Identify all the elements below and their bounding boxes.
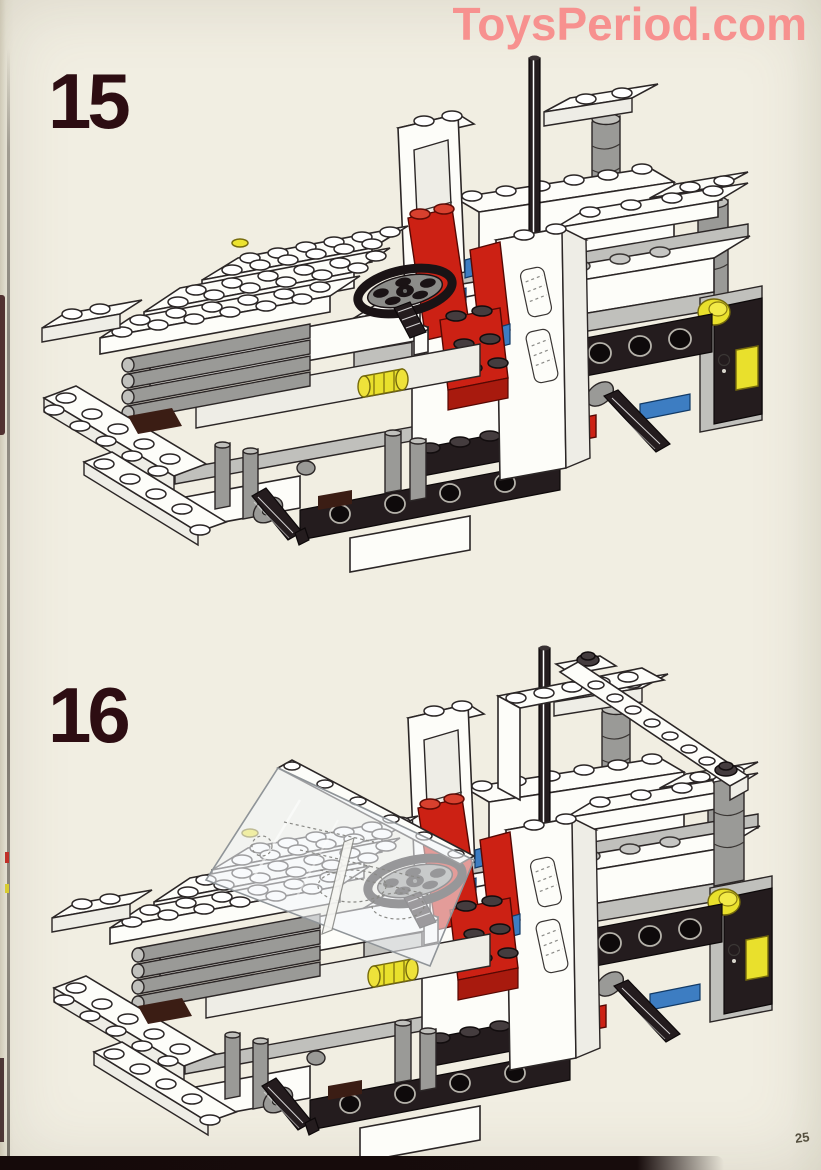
roof-beam <box>553 651 750 887</box>
page-number: 25 <box>793 1129 810 1146</box>
spine-shadow-strip-lower <box>0 1058 4 1142</box>
binding-edge-line <box>7 48 10 1166</box>
page-bottom-scan-edge <box>0 1156 724 1170</box>
step-16-figure <box>52 646 772 1163</box>
spine-shadow-strip <box>0 295 5 435</box>
spine-red-fleck <box>5 852 9 863</box>
windshield-canopy <box>204 759 476 968</box>
truck-chassis-step15 <box>42 56 762 573</box>
watermark-text: ToysPeriod.com <box>452 0 807 50</box>
spine-yellow-fleck <box>5 884 9 893</box>
step-15-number: 15 <box>48 57 131 145</box>
step-15-figure <box>42 56 762 573</box>
ghost-parts-under-glass <box>251 821 431 935</box>
step-16-number: 16 <box>48 671 131 759</box>
